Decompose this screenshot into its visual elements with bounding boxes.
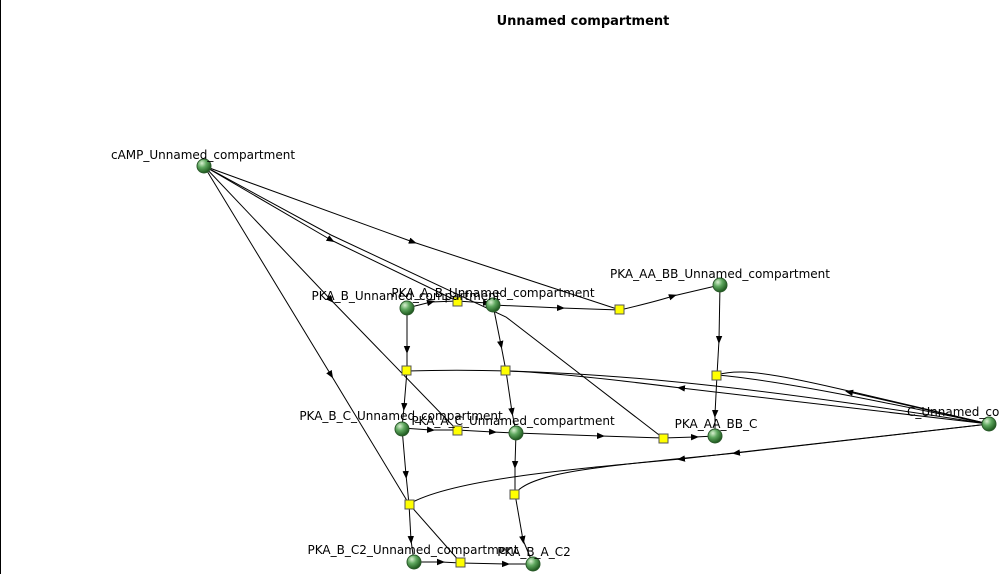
edge bbox=[515, 432, 605, 440]
species-label-pka-a-b: PKA_A_B_Unnamed_compartment bbox=[391, 286, 594, 300]
edge bbox=[514, 452, 737, 495]
edge bbox=[677, 385, 990, 425]
edge bbox=[560, 307, 621, 311]
species-node-pka-aa-bb-c[interactable] bbox=[707, 428, 723, 444]
edge bbox=[514, 493, 526, 544]
edge bbox=[407, 503, 414, 544]
edge bbox=[677, 423, 990, 462]
edge bbox=[492, 304, 565, 312]
edge bbox=[408, 503, 462, 564]
edge bbox=[460, 560, 510, 568]
species-labels: cAMP_Unnamed_compartment PKA_B_Unnamed_c… bbox=[111, 148, 1000, 559]
edge bbox=[600, 435, 664, 439]
reaction-node[interactable] bbox=[455, 557, 466, 568]
species-node-pka-b-a-c2[interactable] bbox=[525, 556, 541, 572]
reaction-node[interactable] bbox=[614, 304, 625, 315]
species-label-pka-a-c: PKA_A_C_Unnamed_compartment bbox=[411, 414, 615, 428]
reaction-node[interactable] bbox=[500, 365, 511, 376]
edge bbox=[203, 165, 664, 439]
edge bbox=[203, 165, 335, 243]
edge bbox=[203, 165, 334, 303]
species-label-pka-b-a-c2: PKA_B_A_C2 bbox=[497, 545, 571, 559]
species-node-pka-a-b[interactable] bbox=[485, 297, 501, 313]
reaction-node[interactable] bbox=[452, 296, 463, 307]
edge bbox=[505, 370, 515, 416]
edges bbox=[203, 165, 990, 568]
edge bbox=[716, 371, 990, 425]
reaction-node[interactable] bbox=[452, 425, 463, 436]
edge bbox=[716, 374, 990, 425]
edge bbox=[715, 284, 723, 344]
species-label-pka-aa-bb-c: PKA_AA_BB_C bbox=[675, 417, 758, 431]
compartment-title: Unnamed compartment bbox=[497, 14, 670, 29]
reaction-node[interactable] bbox=[658, 433, 669, 444]
edge bbox=[405, 474, 410, 505]
edge bbox=[412, 241, 621, 311]
edge bbox=[716, 339, 720, 376]
edge bbox=[401, 370, 408, 411]
edge bbox=[330, 374, 410, 505]
species-label-pka-b-c2: PKA_B_C2_Unnamed_compartment bbox=[307, 543, 518, 557]
species-node-pka-a-c[interactable] bbox=[508, 425, 524, 441]
edge bbox=[406, 369, 990, 425]
species-nodes bbox=[196, 158, 997, 572]
species-label-pka-aa-bb: PKA_AA_BB_Unnamed_compartment bbox=[610, 267, 830, 281]
species-node-c[interactable] bbox=[981, 416, 997, 432]
edge bbox=[619, 294, 677, 311]
edge bbox=[672, 284, 721, 297]
edge bbox=[456, 428, 497, 435]
species-label-pka-b: PKA_B_Unnamed_compartment bbox=[312, 289, 501, 303]
species-node-pka-aa-bb[interactable] bbox=[712, 277, 728, 293]
species-node-pka-b-c[interactable] bbox=[394, 421, 410, 437]
species-node-pka-b[interactable] bbox=[399, 300, 415, 316]
species-label-camp: cAMP_Unnamed_compartment bbox=[111, 148, 295, 162]
edge bbox=[408, 458, 682, 505]
edge bbox=[203, 165, 334, 379]
species-label-pka-b-c: PKA_B_C_Unnamed_compartment bbox=[299, 409, 503, 423]
edge bbox=[330, 299, 458, 431]
reaction-node[interactable] bbox=[404, 499, 415, 510]
reactions bbox=[401, 296, 722, 568]
species-node-pka-b-c2[interactable] bbox=[406, 554, 422, 570]
edge bbox=[330, 239, 458, 302]
species-node-camp[interactable] bbox=[196, 158, 212, 174]
reaction-node[interactable] bbox=[711, 370, 722, 381]
species-label-c: C_Unnamed_compartment bbox=[907, 405, 1000, 419]
reaction-node[interactable] bbox=[509, 489, 520, 500]
reaction-node[interactable] bbox=[401, 365, 412, 376]
edge bbox=[712, 374, 719, 418]
edge bbox=[203, 165, 417, 244]
